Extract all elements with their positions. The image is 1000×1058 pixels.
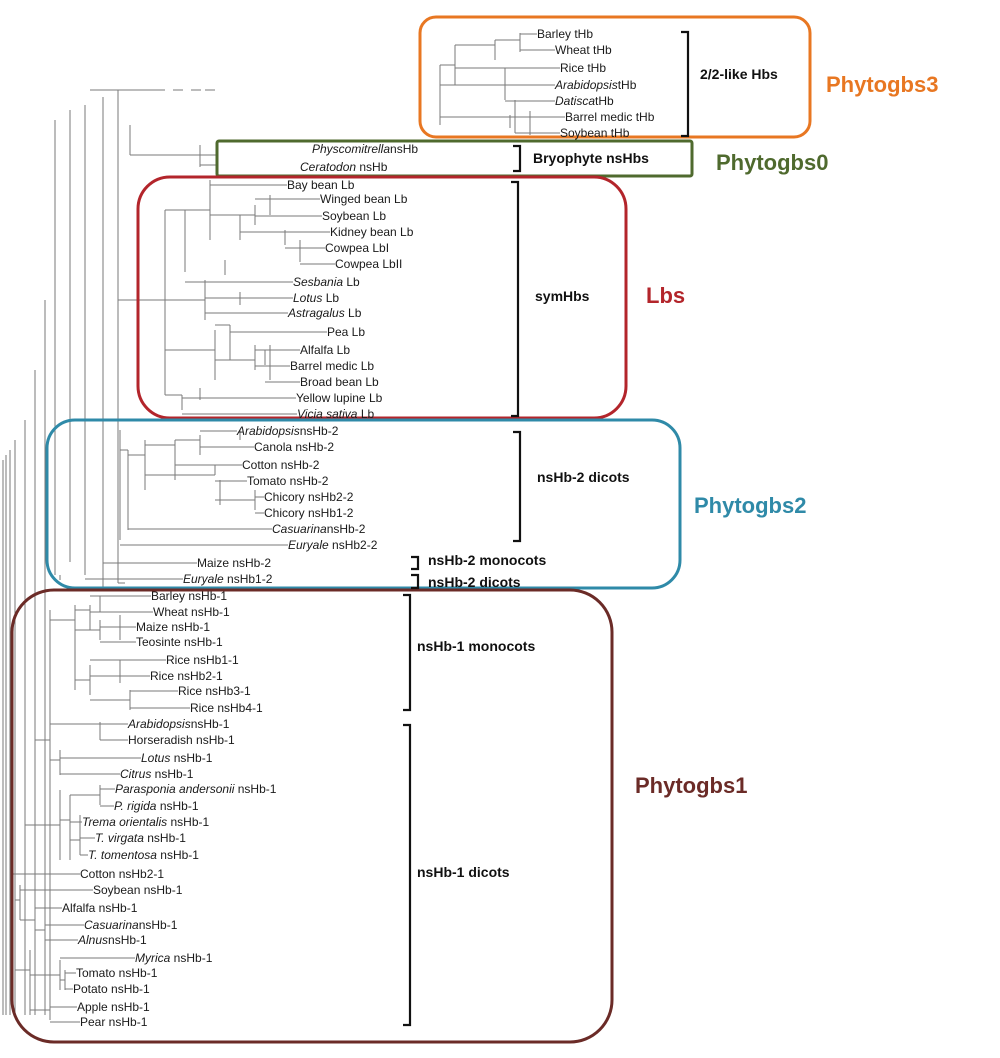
leaf-label: CasuarinansHb-2 [272,522,366,536]
leaf-label: Trema orientalis nsHb-1 [82,815,209,829]
phytogbs3-box [418,15,812,139]
clade-bracket [403,723,412,1027]
leaf-label: Alfalfa nsHb-1 [62,901,138,915]
leaf-label: Soybean Lb [322,209,386,223]
leaf-label: Ceratodon nsHb [300,160,388,174]
leaf-label: Myrica nsHb-1 [135,951,213,965]
leaf-label: AlnusnsHb-1 [77,933,147,947]
leaf-label: Rice nsHb2-1 [150,669,223,683]
leaf-label: Kidney bean Lb [330,225,414,239]
clade-label: symHbs [535,288,590,304]
leaf-label: Euryale nsHb2-2 [288,538,378,552]
leaf-label: Sesbania Lb [293,275,360,289]
leaf-label: T. virgata nsHb-1 [95,831,186,845]
leaf-label: Soybean nsHb-1 [93,883,183,897]
leaf-label: Rice nsHb1-1 [166,653,239,667]
leaf-label: P. rigida nsHb-1 [114,799,199,813]
clade-label: nsHb-2 dicots [428,574,521,590]
phytogbs1-label: Phytogbs1 [635,773,747,798]
lbs-box [136,175,628,420]
leaf-label: Broad bean Lb [300,375,379,389]
leaf-label: Barrel medic Lb [290,359,374,373]
phytogbs1-box [10,588,614,1044]
leaf-label: Lotus Lb [293,291,339,305]
leaf-label: Maize nsHb-1 [136,620,210,634]
leaf-label: Rice nsHb3-1 [178,684,251,698]
phytogbs3-label: Phytogbs3 [826,72,938,97]
leaf-label: ArabidopsistHb [554,78,637,92]
leaf-label: T. tomentosa nsHb-1 [88,848,199,862]
leaf-label: Citrus nsHb-1 [120,767,194,781]
leaf-label: ArabidopsisnsHb-1 [127,717,230,731]
leaf-label: Cowpea LbI [325,241,389,255]
leaf-label: Chicory nsHb2-2 [264,490,354,504]
leaf-label: Potato nsHb-1 [73,982,150,996]
leaf-label: Soybean tHb [560,126,630,140]
clade-bracket [681,30,690,138]
clade-bracket [411,573,420,590]
leaf-label: Euryale nsHb1-2 [183,572,273,586]
leaf-label: Tomato nsHb-2 [247,474,329,488]
clade-bracket [513,430,522,543]
leaf-label: Cotton nsHb-2 [242,458,320,472]
leaf-label: Tomato nsHb-1 [76,966,158,980]
clade-bracket [403,593,412,712]
phytogbs2-label: Phytogbs2 [694,493,806,518]
leaf-label: PhyscomitrellansHb [312,142,418,156]
clade-bracket [511,180,520,418]
phytogbs0-label: Phytogbs0 [716,150,828,175]
leaf-label: Barley tHb [537,27,593,41]
leaf-label: Cotton nsHb2-1 [80,867,164,881]
clade-bracket [411,555,420,571]
leaf-label: Chicory nsHb1-2 [264,506,354,520]
leaf-label: Cowpea LbII [335,257,402,271]
leaf-label: Teosinte nsHb-1 [136,635,223,649]
clade-label: nsHb-1 monocots [417,638,535,654]
clade-label: nsHb-2 dicots [537,469,630,485]
clade-label: Bryophyte nsHbs [533,150,649,166]
leaf-label: DatiscatHb [555,94,614,108]
tree-branches [2,33,565,1023]
phytogbs2-box [45,418,682,590]
lbs-label: Lbs [646,283,685,308]
leaf-label: Alfalfa Lb [300,343,350,357]
leaf-label: Barley nsHb-1 [151,589,227,603]
leaf-label: Rice tHb [560,61,606,75]
leaf-label: Parasponia andersonii nsHb-1 [115,782,277,796]
group-boxes [10,15,812,1044]
clade-label: nsHb-2 monocots [428,552,546,568]
leaf-label: Maize nsHb-2 [197,556,271,570]
leaf-label: Rice nsHb4-1 [190,701,263,715]
leaf-label: Apple nsHb-1 [77,1000,150,1014]
leaf-label: ArabidopsisnsHb-2 [236,424,339,438]
leaf-label: Horseradish nsHb-1 [128,733,235,747]
leaf-label: Bay bean Lb [287,178,355,192]
clade-label: nsHb-1 dicots [417,864,510,880]
leaf-label: Barrel medic tHb [565,110,655,124]
leaf-label: Wheat tHb [555,43,612,57]
leaf-label: Winged bean Lb [320,192,408,206]
leaf-label: Pea Lb [327,325,365,339]
leaf-label: Astragalus Lb [287,306,362,320]
clade-label: 2/2-like Hbs [700,66,778,82]
leaf-label: Wheat nsHb-1 [153,605,230,619]
leaf-label: Lotus nsHb-1 [141,751,213,765]
leaf-label: CasuarinansHb-1 [84,918,178,932]
leaf-label: Pear nsHb-1 [80,1015,148,1029]
leaf-label: Vicia sativa Lb [297,407,374,421]
leaf-label: Yellow lupine Lb [296,391,383,405]
clade-bracket [513,144,522,173]
leaf-label: Canola nsHb-2 [254,440,334,454]
